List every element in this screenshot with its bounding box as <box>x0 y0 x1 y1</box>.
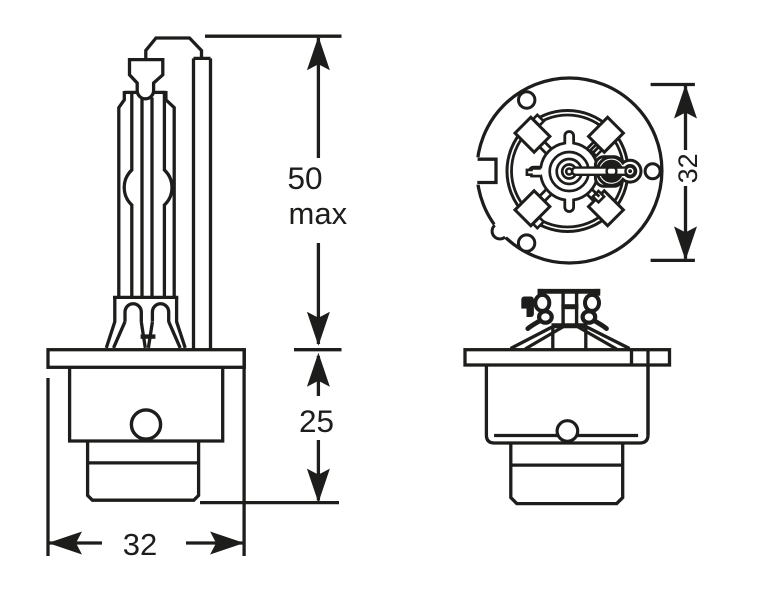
svg-text:32: 32 <box>673 153 703 183</box>
svg-text:50: 50 <box>288 160 323 196</box>
svg-text:25: 25 <box>299 403 334 439</box>
svg-text:max: max <box>289 196 348 231</box>
svg-text:32: 32 <box>123 527 157 562</box>
